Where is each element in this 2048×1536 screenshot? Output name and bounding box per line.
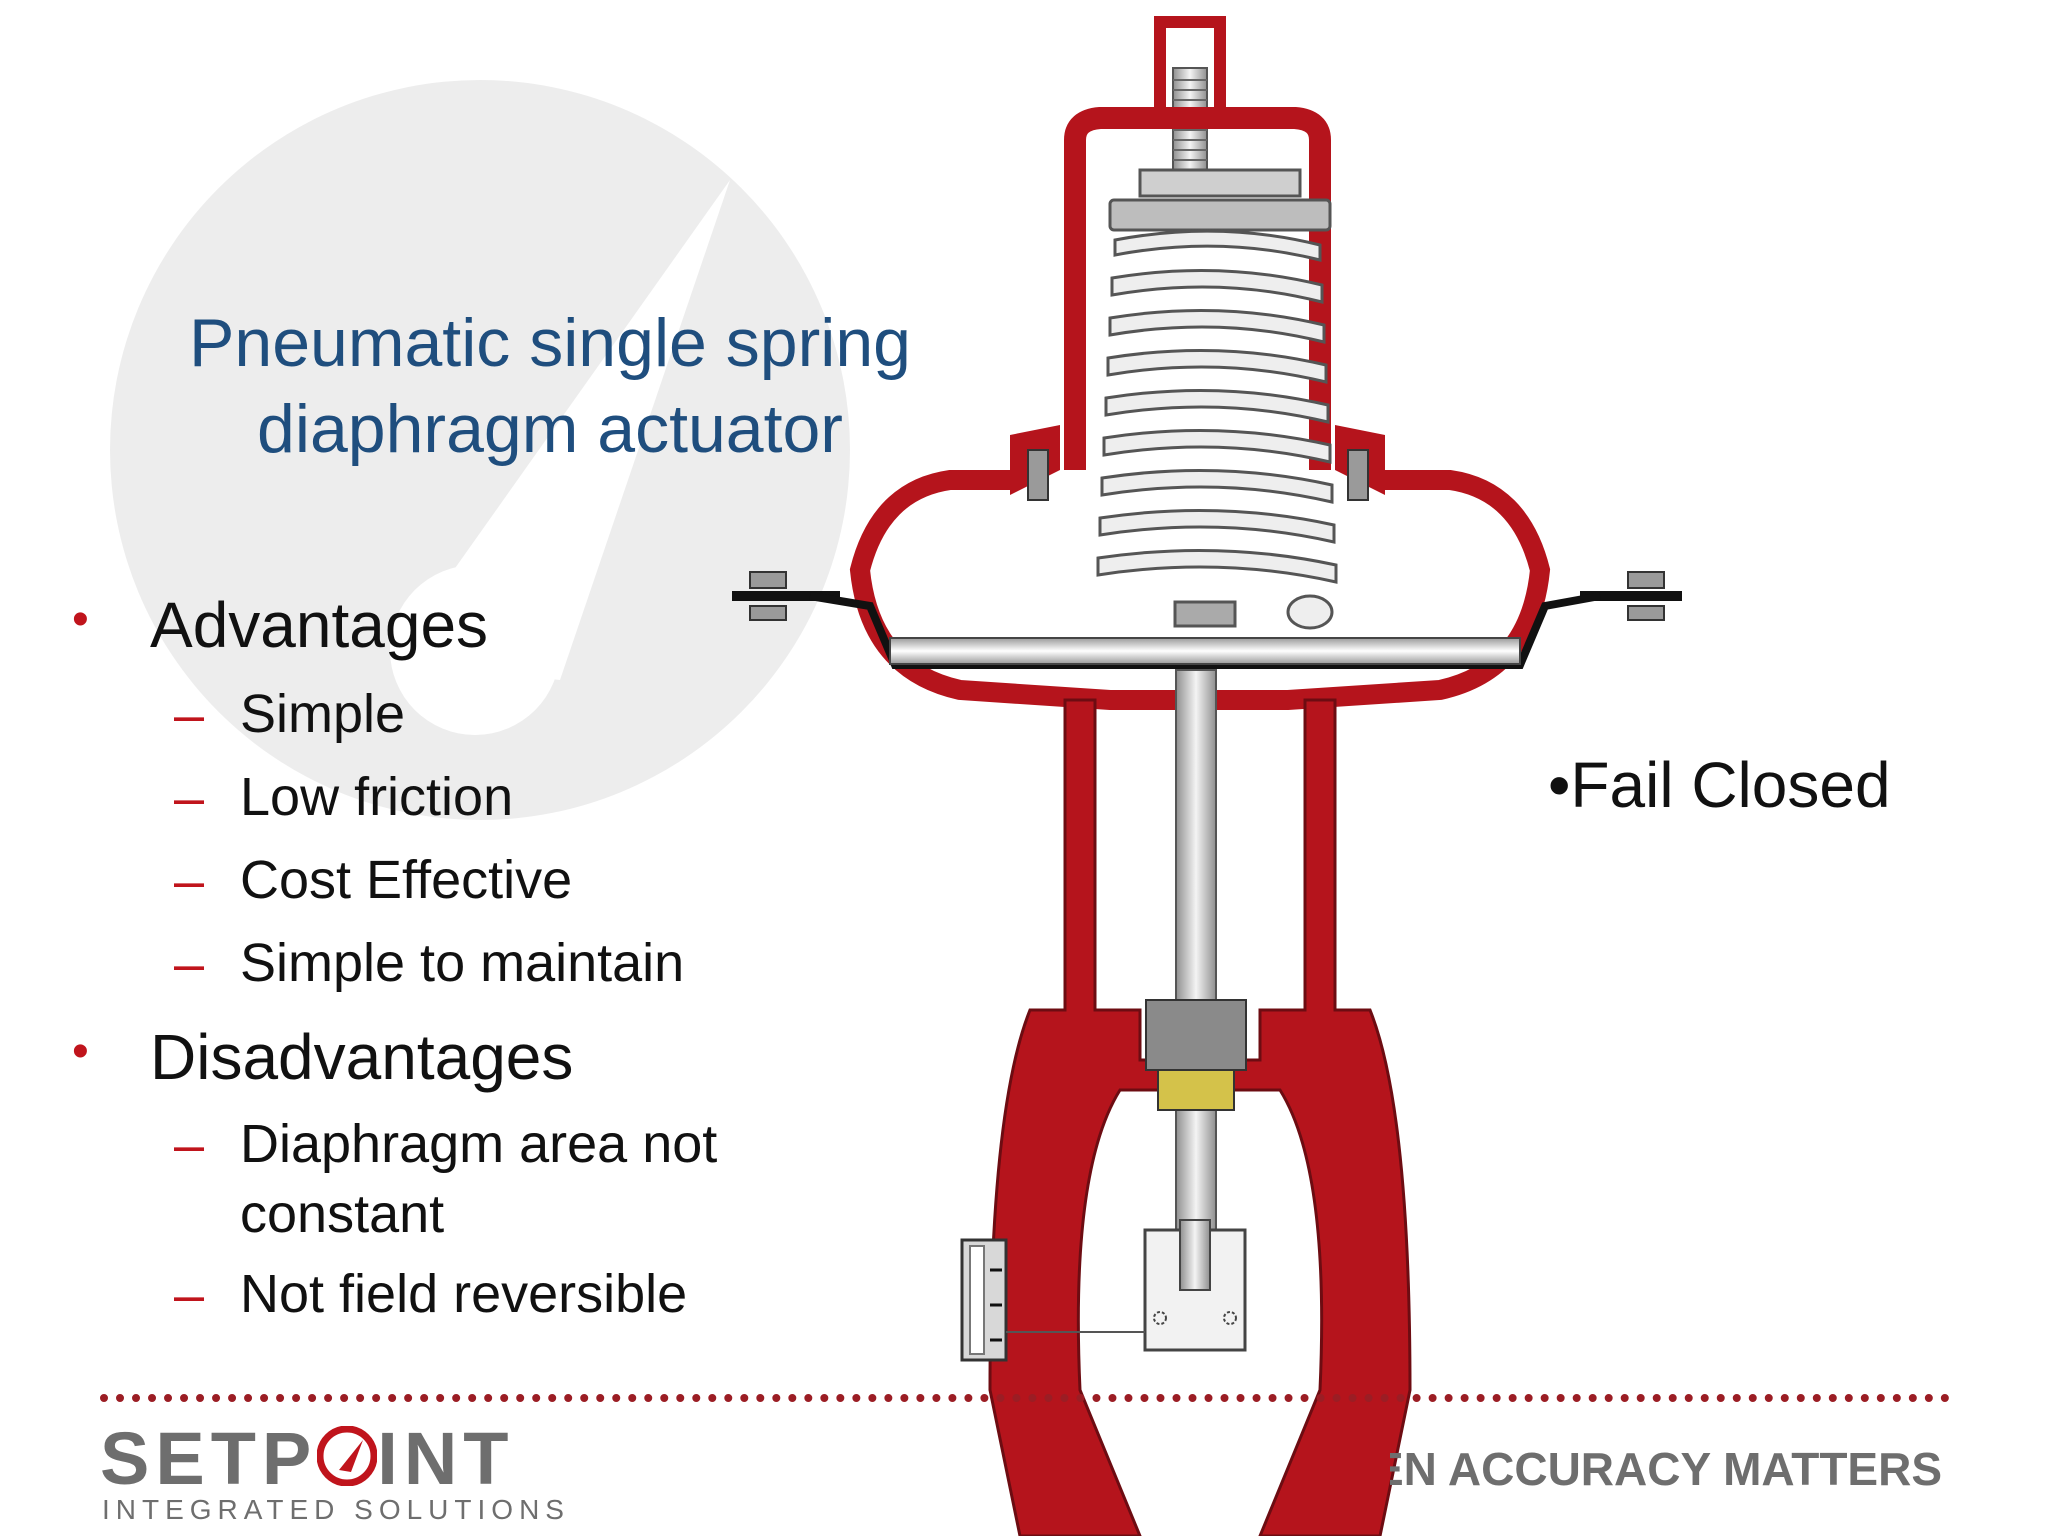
logo-text-end: INT <box>377 1417 515 1500</box>
bullet-dot: • <box>72 1025 89 1078</box>
actuator-diagram <box>732 16 1682 1536</box>
gauge-logo-icon <box>317 1426 378 1486</box>
dash-bullet: – <box>174 1115 205 1175</box>
advantage-item: Simple <box>240 684 406 744</box>
fail-closed-note: •Fail Closed <box>1548 749 1891 821</box>
actuator-stem <box>1175 669 1217 1251</box>
disadvantage-item: Diaphragm area not <box>240 1114 718 1174</box>
dash-bullet: – <box>174 851 205 911</box>
title-line-2: diaphragm actuator <box>257 391 843 467</box>
advantage-item: Cost Effective <box>240 850 573 910</box>
title-line-1: Pneumatic single spring <box>189 305 911 381</box>
slide-title: Pneumatic single spring diaphragm actuat… <box>140 300 960 472</box>
gauge-watermark-icon <box>110 80 850 820</box>
top-adjuster <box>1154 16 1226 174</box>
travel-indicator <box>960 1238 1145 1362</box>
disadvantage-item-continuation: constant <box>240 1184 445 1244</box>
setpoint-logo: SETP INT <box>100 1416 514 1501</box>
stem-connector <box>1143 1219 1247 1352</box>
packing-box <box>1145 999 1247 1111</box>
bullet-dot: • <box>72 593 89 646</box>
tagline-text: WHEN ACCURACY MATTERS <box>1390 1443 1942 1495</box>
flange-bolts <box>749 449 1665 621</box>
advantage-item: Simple to maintain <box>240 933 685 993</box>
dash-bullet: – <box>174 1265 205 1325</box>
dash-bullet: – <box>174 934 205 994</box>
dash-bullet: – <box>174 768 205 828</box>
spring-casing <box>1064 107 1331 470</box>
footer-tagline: WHEN ACCURACY MATTERS <box>1390 1442 1942 1496</box>
spring-icon <box>1096 168 1338 630</box>
disadvantage-item: Not field reversible <box>240 1264 688 1324</box>
advantages-heading: Advantages <box>150 589 489 661</box>
advantage-item: Low friction <box>240 767 514 827</box>
disadvantages-heading: Disadvantages <box>150 1021 574 1093</box>
dash-bullet: – <box>174 685 205 745</box>
footer-divider <box>100 1394 1950 1402</box>
logo-text-start: SETP <box>100 1417 318 1500</box>
logo-subtitle: INTEGRATED SOLUTIONS <box>102 1494 570 1525</box>
